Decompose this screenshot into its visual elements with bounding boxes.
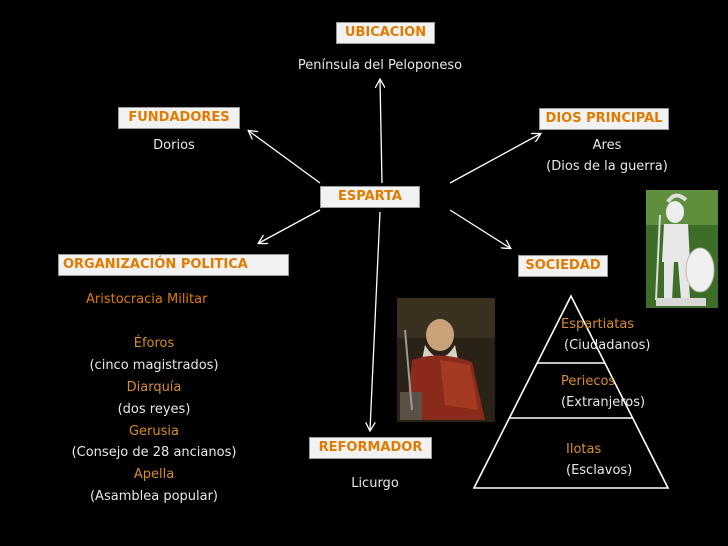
organizacion-item-desc: (Consejo de 28 ancianos)	[71, 445, 237, 460]
arrow-to-fundadores	[249, 131, 321, 184]
organizacion-politica-box: ORGANIZACIÓN POLITICA	[58, 254, 289, 276]
organizacion-subtitle: Aristocracia Militar	[86, 292, 208, 307]
reformador-text: Licurgo	[351, 476, 399, 491]
arrow-to-ubicacion	[380, 80, 382, 184]
society-pyramid	[472, 294, 670, 489]
arrow-to-dios	[449, 134, 540, 184]
dios-principal-box: DIOS PRINCIPAL	[539, 108, 669, 130]
arrow-to-sociedad	[449, 209, 510, 248]
arrow-to-reformador	[370, 211, 381, 430]
organizacion-item-desc: (cinco magistrados)	[89, 358, 219, 373]
organizacion-item-name: Apella	[133, 467, 175, 482]
sociedad-level-name: Espartiatas	[561, 317, 635, 332]
ubicacion-text: Península del Peloponeso	[297, 58, 463, 73]
arrow-to-organizacion	[259, 209, 321, 243]
spartan-statue-image	[646, 190, 718, 308]
organizacion-item-desc: (dos reyes)	[117, 402, 191, 417]
licurgo-painting	[397, 298, 495, 422]
sociedad-level-desc: (Extranjeros)	[561, 395, 646, 410]
sociedad-level-desc: (Esclavos)	[566, 463, 633, 478]
dios-desc: (Dios de la guerra)	[546, 159, 668, 174]
esparta-box: ESPARTA	[320, 186, 420, 208]
dios-name: Ares	[592, 138, 622, 153]
fundadores-box: FUNDADORES	[118, 107, 240, 129]
organizacion-item-name: Éforos	[133, 336, 175, 351]
organizacion-item-name: Gerusia	[128, 424, 179, 439]
sociedad-level-name: Ilotas	[566, 442, 602, 457]
sociedad-level-name: Periecos	[561, 374, 616, 389]
organizacion-item-name: Diarquía	[126, 380, 182, 395]
reformador-box: REFORMADOR	[309, 437, 432, 459]
ubicacion-box: UBICACION	[336, 22, 435, 44]
fundadores-text: Dorios	[153, 138, 195, 153]
sociedad-box: SOCIEDAD	[518, 255, 608, 277]
sociedad-level-desc: (Ciudadanos)	[564, 338, 651, 353]
organizacion-item-desc: (Asamblea popular)	[89, 489, 219, 504]
